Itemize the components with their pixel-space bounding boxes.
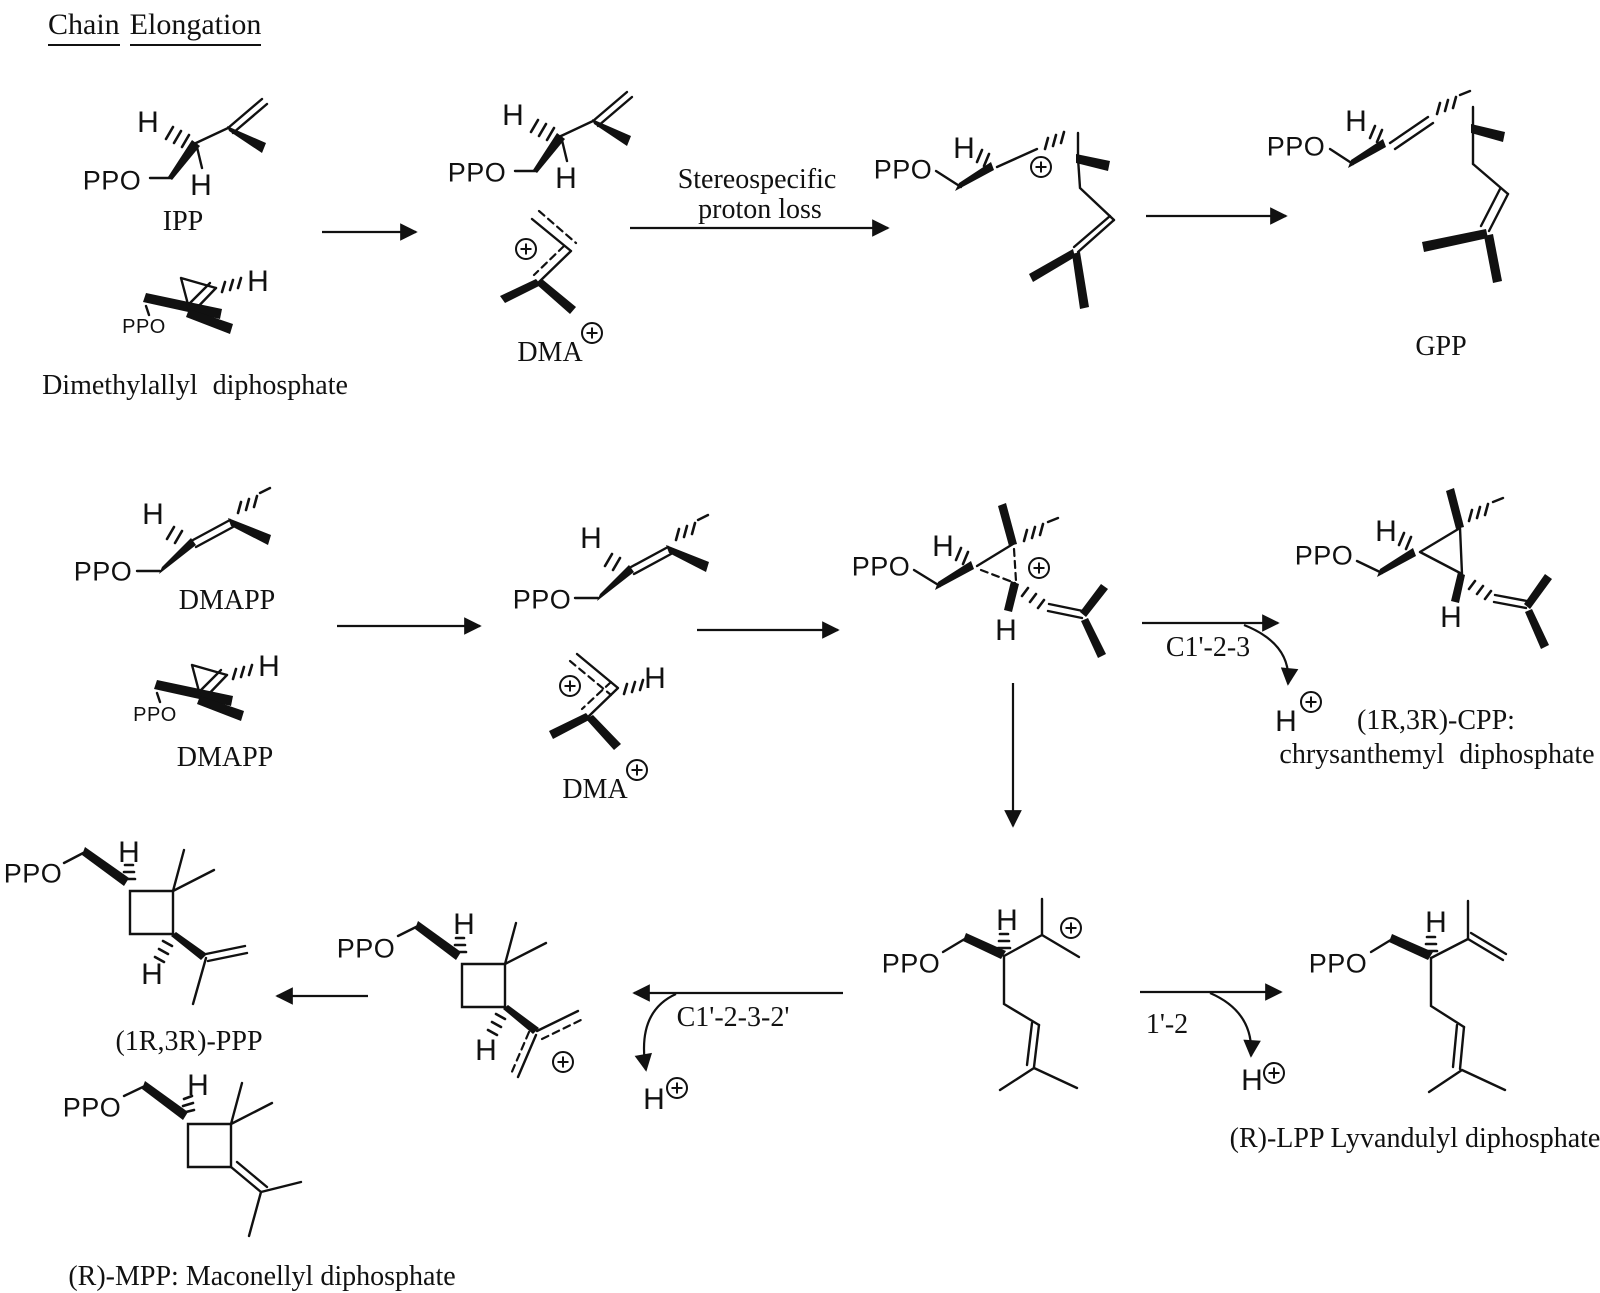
atom-label-h: H	[932, 530, 954, 563]
species-label-mpp: (R)-MPP: Maconellyl diphosphate	[68, 1261, 456, 1292]
atom-label-h: H	[995, 614, 1017, 647]
atom-label-h: H	[996, 904, 1018, 937]
atom-label-h: H	[190, 169, 212, 202]
plus-charge-icon	[552, 1051, 574, 1073]
species-label-ppp: (1R,3R)-PPP	[115, 1026, 263, 1057]
structure-cyclobutyl-cation	[396, 921, 585, 1079]
atom-label-h: H	[137, 106, 159, 139]
atom-label-h: H	[187, 1069, 209, 1102]
atom-label-ppo: PPO	[1308, 948, 1368, 979]
arrow-label-c1-2-3-2: C1'-2-3-2'	[676, 1002, 790, 1033]
curved-arrow-proton-loss-mpp	[634, 992, 677, 1072]
atom-label-ppo: PPO	[62, 1092, 122, 1123]
atom-label-h: H	[141, 958, 163, 991]
page-title: Chain Elongation	[48, 8, 262, 46]
plus-charge-icon	[1028, 557, 1050, 579]
structure-ipp	[148, 97, 269, 182]
atom-label-ppo: PPO	[1294, 540, 1354, 571]
atom-label-h: H	[247, 265, 269, 298]
atom-label-h: H	[1425, 906, 1447, 939]
plus-charge-icon	[515, 238, 537, 260]
curved-arrow-proton-loss-cpp	[1243, 623, 1299, 686]
species-label-lpp: (R)-LPP Lyvandulyl diphosphate	[1229, 1123, 1600, 1154]
atom-label-ppo: PPO	[873, 154, 933, 185]
plus-charge-icon	[626, 759, 648, 781]
species-label-dmapp: DMAPP	[178, 585, 276, 616]
plus-charge-icon	[666, 1077, 688, 1099]
structure-tertiary-cation	[941, 897, 1081, 1092]
atom-label-h: H	[475, 1034, 497, 1067]
atom-label-h-proton: H	[1241, 1064, 1263, 1097]
structure-cpp	[1355, 488, 1552, 649]
plus-charge-icon	[1263, 1062, 1285, 1084]
structure-ipp-copy	[513, 90, 634, 175]
atom-label-h: H	[555, 162, 577, 195]
species-label-dimethylallyl: Dimethylallyl diphosphate	[42, 370, 348, 401]
atom-label-h-proton: H	[1275, 705, 1297, 738]
atom-label-ppo: PPO	[133, 704, 177, 726]
atom-label-h: H	[1375, 515, 1397, 548]
species-label-gpp: GPP	[1415, 331, 1467, 362]
structure-dma-cation-2	[549, 652, 645, 750]
charge-symbols	[515, 156, 1322, 1099]
atom-label-ppo: PPO	[447, 157, 507, 188]
atom-label-h: H	[953, 132, 975, 165]
species-label-dmapp: DMAPP	[176, 742, 274, 773]
structure-ppp	[62, 847, 249, 1006]
atom-label-h: H	[502, 99, 524, 132]
atom-label-h: H	[118, 836, 140, 869]
arrow-label-1-2: 1'-2	[1145, 1009, 1189, 1040]
atom-label-ppo: PPO	[3, 858, 63, 889]
species-label-cpp-line1: (1R,3R)-CPP:	[1357, 705, 1515, 736]
atom-label-h: H	[1345, 105, 1367, 138]
plus-charge-icon	[1060, 917, 1082, 939]
atom-label-ppo: PPO	[336, 933, 396, 964]
atom-label-h: H	[453, 908, 475, 941]
plus-charge-icon	[1300, 691, 1322, 713]
species-label-ipp: IPP	[162, 206, 204, 237]
arrow-label-stereospecific: Stereospecific	[677, 164, 837, 195]
structure-cyclopropyl-cation	[912, 503, 1108, 658]
structure-mpp	[122, 1081, 303, 1238]
atom-label-ppo: PPO	[82, 165, 142, 196]
plus-charge-icon	[1030, 156, 1052, 178]
arrow-label-proton-loss: proton loss	[698, 194, 822, 225]
arrow-label-c1-2-3: C1'-2-3	[1165, 632, 1251, 663]
atom-label-h: H	[1440, 601, 1462, 634]
structure-gpp	[1328, 89, 1510, 283]
title-word-chain: Chain	[48, 8, 120, 46]
atom-label-ppo: PPO	[73, 556, 133, 587]
atom-label-ppo: PPO	[881, 948, 941, 979]
species-label-cpp-line2: chrysanthemyl diphosphate	[1279, 739, 1595, 770]
plus-charge-icon	[559, 675, 581, 697]
structure-dma-cation-1	[500, 209, 578, 314]
reaction-arrows	[275, 207, 1299, 1072]
plus-charge-icon	[581, 322, 603, 344]
atom-label-ppo: PPO	[1266, 131, 1326, 162]
species-label-dma: DMA	[562, 774, 628, 805]
atom-label-h: H	[142, 498, 164, 531]
structure-lpp	[1369, 899, 1508, 1094]
title-word-elongation: Elongation	[129, 8, 262, 46]
curved-arrow-proton-loss-lpp	[1209, 991, 1261, 1058]
atom-label-ppo: PPO	[512, 584, 572, 615]
atom-label-ppo: PPO	[122, 316, 166, 338]
atom-label-ppo: PPO	[851, 551, 911, 582]
atom-label-h: H	[644, 662, 666, 695]
species-label-dma: DMA	[517, 337, 583, 368]
atom-label-h-proton: H	[643, 1083, 665, 1116]
atom-label-h: H	[580, 522, 602, 555]
atom-label-h: H	[258, 650, 280, 683]
structure-geranyl-cation	[934, 130, 1116, 309]
